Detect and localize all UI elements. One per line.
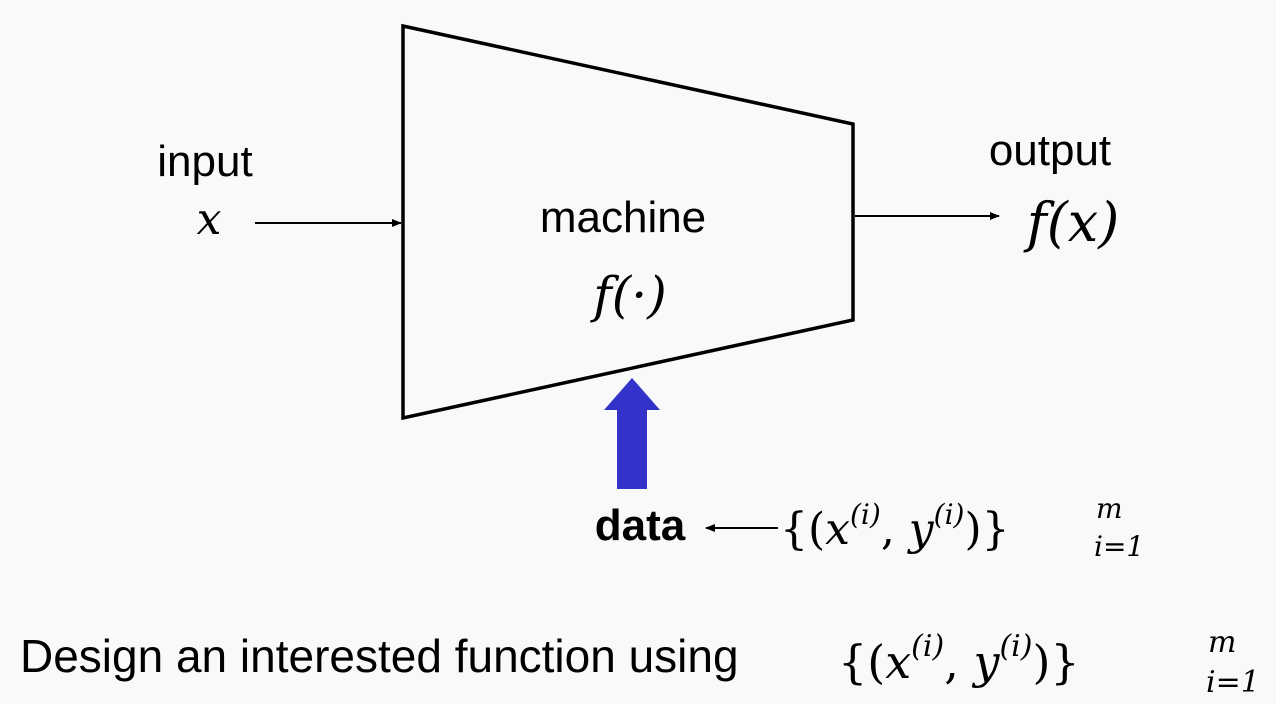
- machine-trapezoid: [401, 23, 855, 421]
- machine-symbol: f(·): [589, 266, 666, 324]
- training-set-notation: {(x(i), y(i))}: [780, 498, 1010, 555]
- input-label: input: [157, 137, 252, 186]
- output-symbol: f(x): [1023, 191, 1120, 254]
- caption: Design an interested function using: [20, 630, 739, 682]
- training-set-lower: i=1: [1094, 530, 1144, 563]
- caption-set-upper: m: [1208, 625, 1236, 660]
- machine-label: machine: [540, 193, 706, 242]
- data-label: data: [595, 501, 686, 550]
- caption-set-notation: {(x(i), y(i))}: [838, 629, 1080, 689]
- training-set-upper: m: [1096, 492, 1123, 525]
- data-input-arrow: [604, 378, 660, 489]
- input-symbol: x: [197, 194, 222, 245]
- output-label: output: [989, 126, 1111, 175]
- caption-set-lower: i=1: [1206, 665, 1260, 700]
